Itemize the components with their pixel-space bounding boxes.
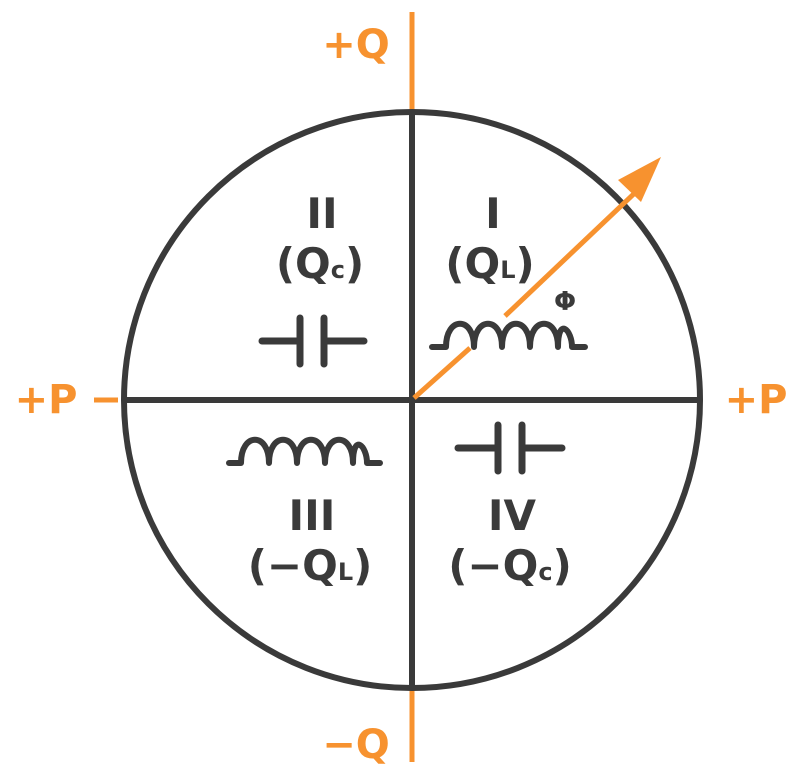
quadrant-label: (−QL) xyxy=(248,541,373,590)
quadrant-label: (−Qc) xyxy=(448,541,572,590)
phi-label: Φ xyxy=(554,287,576,317)
quadrant-numeral: I xyxy=(485,189,501,238)
inductor-icon xyxy=(429,320,588,350)
phase-vector-arrow xyxy=(412,157,661,400)
quadrant-numeral: III xyxy=(289,491,336,540)
quadrant-label: (QL) xyxy=(445,239,534,288)
capacitor-icon xyxy=(454,421,566,475)
inductor-icon xyxy=(226,436,383,466)
quadrant-iv: IV (−Qc) xyxy=(448,491,572,590)
quadrant-numeral: II xyxy=(306,189,337,238)
quadrant-numeral: IV xyxy=(488,491,537,540)
axis-label-plus-q: +Q xyxy=(322,22,390,68)
capacitor-icon xyxy=(258,314,368,368)
axis-label-plus-p-left: +P xyxy=(15,377,78,423)
quadrant-iii: III (−QL) xyxy=(248,491,373,590)
axis-label-minus-q: −Q xyxy=(322,722,390,768)
quadrant-label: (Qc) xyxy=(276,239,364,288)
quadrant-i: I (QL) xyxy=(445,189,534,288)
axis-label-plus-p-right: +P xyxy=(725,377,788,423)
quadrant-ii: II (Qc) xyxy=(276,189,364,288)
